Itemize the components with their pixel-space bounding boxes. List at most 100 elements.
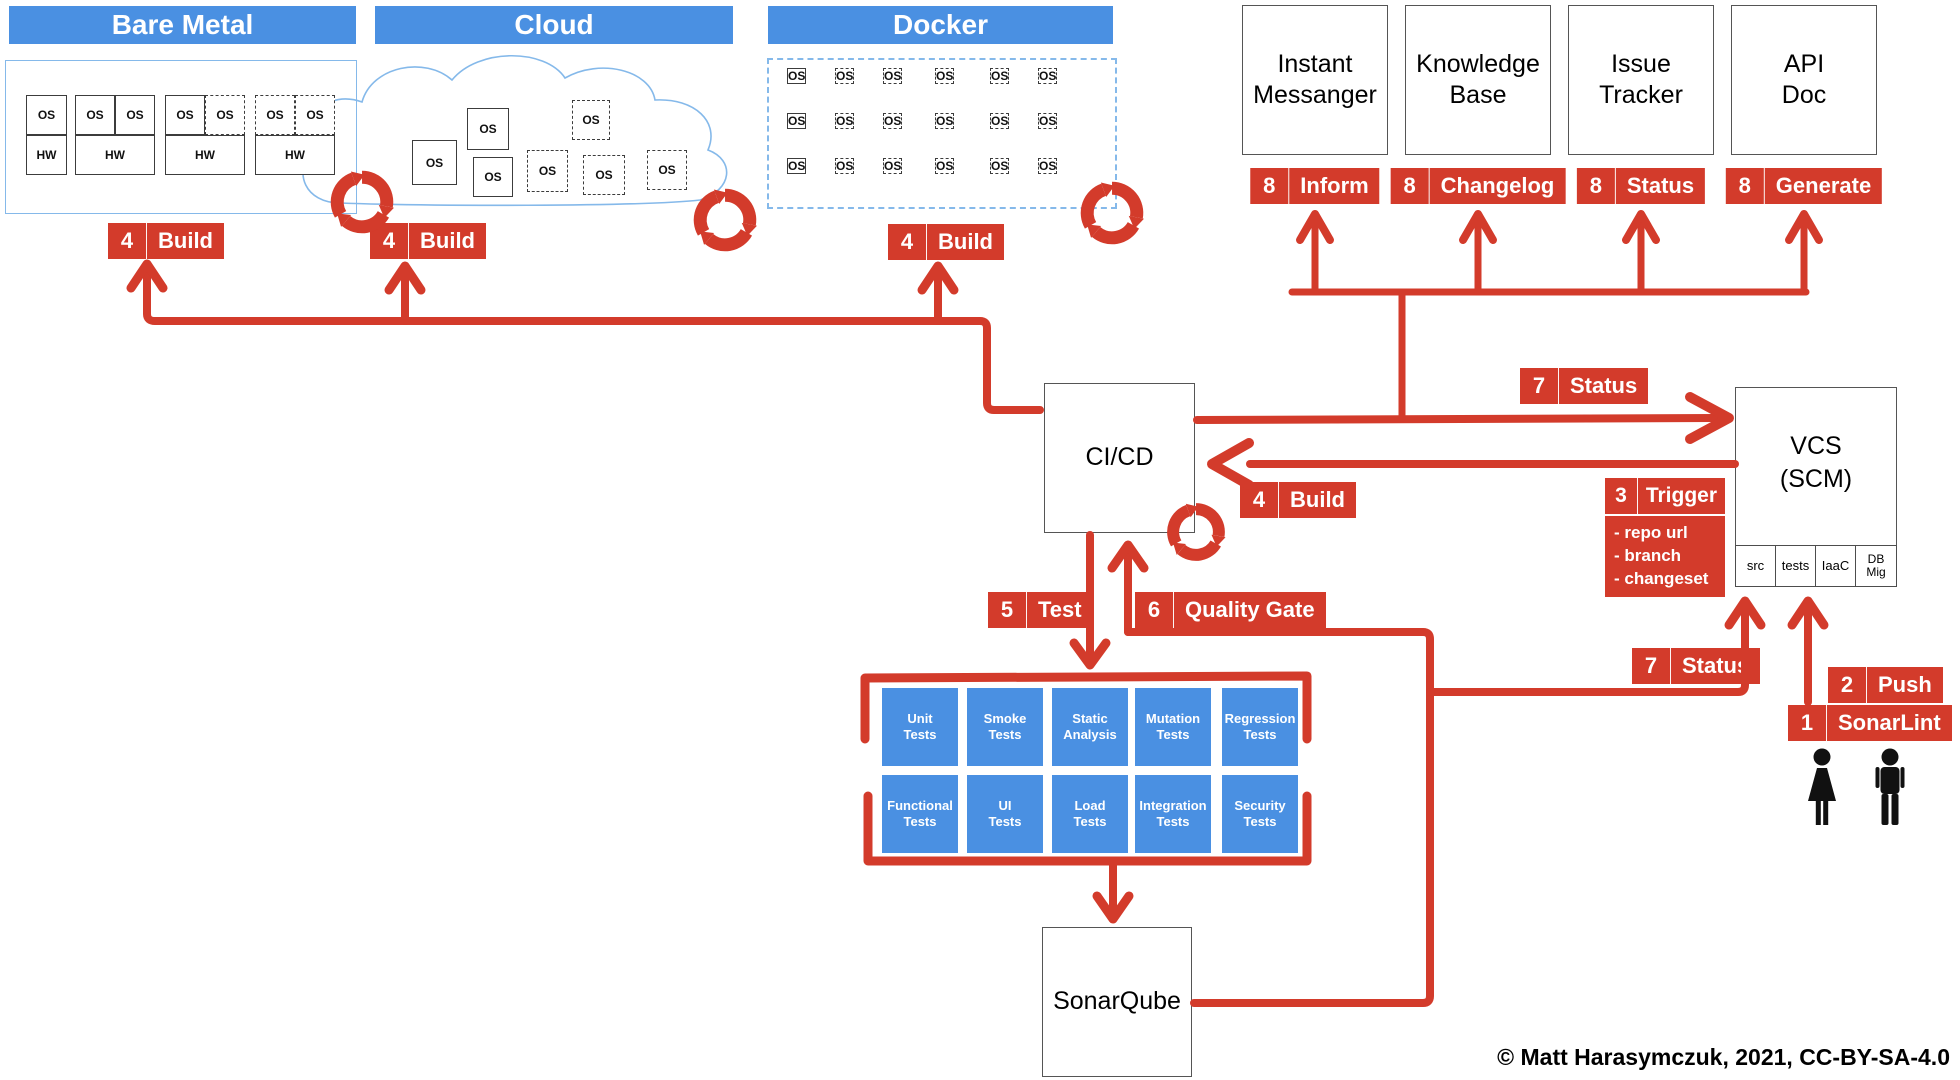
step-trigger: 3 Trigger — [1605, 478, 1725, 514]
tool-instant-messanger: Instant Messanger — [1242, 5, 1388, 155]
step-number: 8 — [1726, 168, 1765, 204]
test-load: Load Tests — [1052, 775, 1128, 853]
os-box: OS — [255, 95, 295, 135]
os-box: OS — [412, 140, 457, 185]
step-status-sonar-to-vcs: 7 Status — [1632, 648, 1761, 684]
os-box: OS — [1038, 158, 1058, 174]
os-box: OS — [883, 158, 903, 174]
os-box: OS — [295, 95, 335, 135]
os-box: OS — [75, 95, 115, 135]
cloud-header: Cloud — [375, 6, 733, 44]
vcs-compartment-tests: tests — [1775, 545, 1816, 587]
step-test: 5 Test — [988, 592, 1093, 628]
step-number: 8 — [1391, 168, 1430, 204]
step-number: 3 — [1605, 478, 1638, 514]
step-number: 2 — [1828, 667, 1867, 703]
step-generate: 8 Generate — [1725, 168, 1883, 204]
step-number: 4 — [370, 223, 409, 259]
os-box: OS — [1038, 113, 1058, 129]
step-label: Inform — [1300, 173, 1369, 198]
step-label: Build — [938, 229, 993, 254]
step-build-cloud: 4 Build — [370, 223, 486, 259]
os-box: OS — [26, 95, 67, 135]
step-label: Quality Gate — [1185, 597, 1315, 622]
step-label: Changelog — [1440, 173, 1555, 198]
step-build-from-vcs: 4 Build — [1240, 482, 1356, 518]
step-number: 4 — [888, 224, 927, 260]
os-box: OS — [990, 68, 1010, 84]
tool-api-doc: API Doc — [1731, 5, 1877, 155]
vcs-compartment-iaac: IaaC — [1815, 545, 1856, 587]
tool-knowledge-base: Knowledge Base — [1405, 5, 1551, 155]
hw-box: HW — [75, 135, 155, 175]
test-functional: Functional Tests — [882, 775, 958, 853]
os-box: OS — [787, 113, 807, 129]
os-box: OS — [467, 108, 509, 150]
trigger-details: - repo url - branch - changeset — [1605, 516, 1725, 597]
step-label: Status — [1682, 653, 1750, 678]
os-box: OS — [572, 100, 610, 140]
step-changelog: 8 Changelog — [1390, 168, 1566, 204]
os-box: OS — [205, 95, 245, 135]
step-number: 1 — [1788, 705, 1827, 741]
tool-issue-tracker: Issue Tracker — [1568, 5, 1714, 155]
step-label: Generate — [1775, 173, 1872, 198]
step-sonarlint: 1 SonarLint — [1788, 705, 1952, 741]
hw-box: HW — [26, 135, 67, 175]
copyright-text: © Matt Harasymczuk, 2021, CC-BY-SA-4.0 — [1497, 1044, 1950, 1070]
os-box: OS — [527, 150, 568, 192]
test-static-analysis: Static Analysis — [1052, 688, 1128, 766]
os-box: OS — [835, 158, 855, 174]
vcs-compartment-db-mig: DB Mig — [1855, 545, 1897, 587]
test-regression: Regression Tests — [1222, 688, 1298, 766]
step-label: Test — [1038, 597, 1082, 622]
os-box: OS — [1038, 68, 1058, 84]
os-box: OS — [835, 113, 855, 129]
os-box: OS — [787, 68, 807, 84]
step-label: Status — [1570, 373, 1638, 398]
docker-container — [767, 58, 1117, 209]
vcs-compartment-src: src — [1735, 545, 1776, 587]
os-box: OS — [583, 155, 625, 195]
step-number: 7 — [1632, 648, 1671, 684]
cicd-node: CI/CD — [1044, 383, 1195, 533]
docker-header: Docker — [768, 6, 1113, 44]
sonarqube-node: SonarQube — [1042, 927, 1192, 1077]
os-box: OS — [165, 95, 205, 135]
hw-box: HW — [255, 135, 335, 175]
step-label: Build — [158, 228, 213, 253]
step-number: 6 — [1135, 592, 1174, 628]
step-number: 7 — [1520, 368, 1559, 404]
os-box: OS — [473, 157, 513, 197]
os-box: OS — [115, 95, 155, 135]
os-box: OS — [990, 113, 1010, 129]
step-number: 5 — [988, 592, 1027, 628]
step-number: 4 — [1240, 482, 1279, 518]
test-security: Security Tests — [1222, 775, 1298, 853]
step-status-issue-tracker: 8 Status — [1576, 168, 1706, 204]
os-box: OS — [935, 158, 955, 174]
step-status-cicd-to-vcs: 7 Status — [1520, 368, 1649, 404]
step-label: Status — [1626, 173, 1695, 198]
os-box: OS — [883, 68, 903, 84]
os-box: OS — [935, 68, 955, 84]
os-box: OS — [835, 68, 855, 84]
step-inform: 8 Inform — [1250, 168, 1380, 204]
vcs-node-label: VCS (SCM) — [1779, 432, 1853, 493]
os-box: OS — [647, 150, 687, 190]
step-build-bare-metal: 4 Build — [108, 223, 224, 259]
step-push: 2 Push — [1828, 667, 1943, 703]
bare-metal-header: Bare Metal — [9, 6, 356, 44]
os-box: OS — [787, 158, 807, 174]
step-number: 8 — [1577, 168, 1616, 204]
step-label: Build — [1290, 487, 1345, 512]
step-quality-gate: 6 Quality Gate — [1135, 592, 1326, 628]
test-ui: UI Tests — [967, 775, 1043, 853]
os-box: OS — [883, 113, 903, 129]
test-mutation: Mutation Tests — [1135, 688, 1211, 766]
step-label: SonarLint — [1838, 710, 1941, 735]
step-build-docker: 4 Build — [888, 224, 1004, 260]
step-number: 4 — [108, 223, 147, 259]
test-integration: Integration Tests — [1135, 775, 1211, 853]
